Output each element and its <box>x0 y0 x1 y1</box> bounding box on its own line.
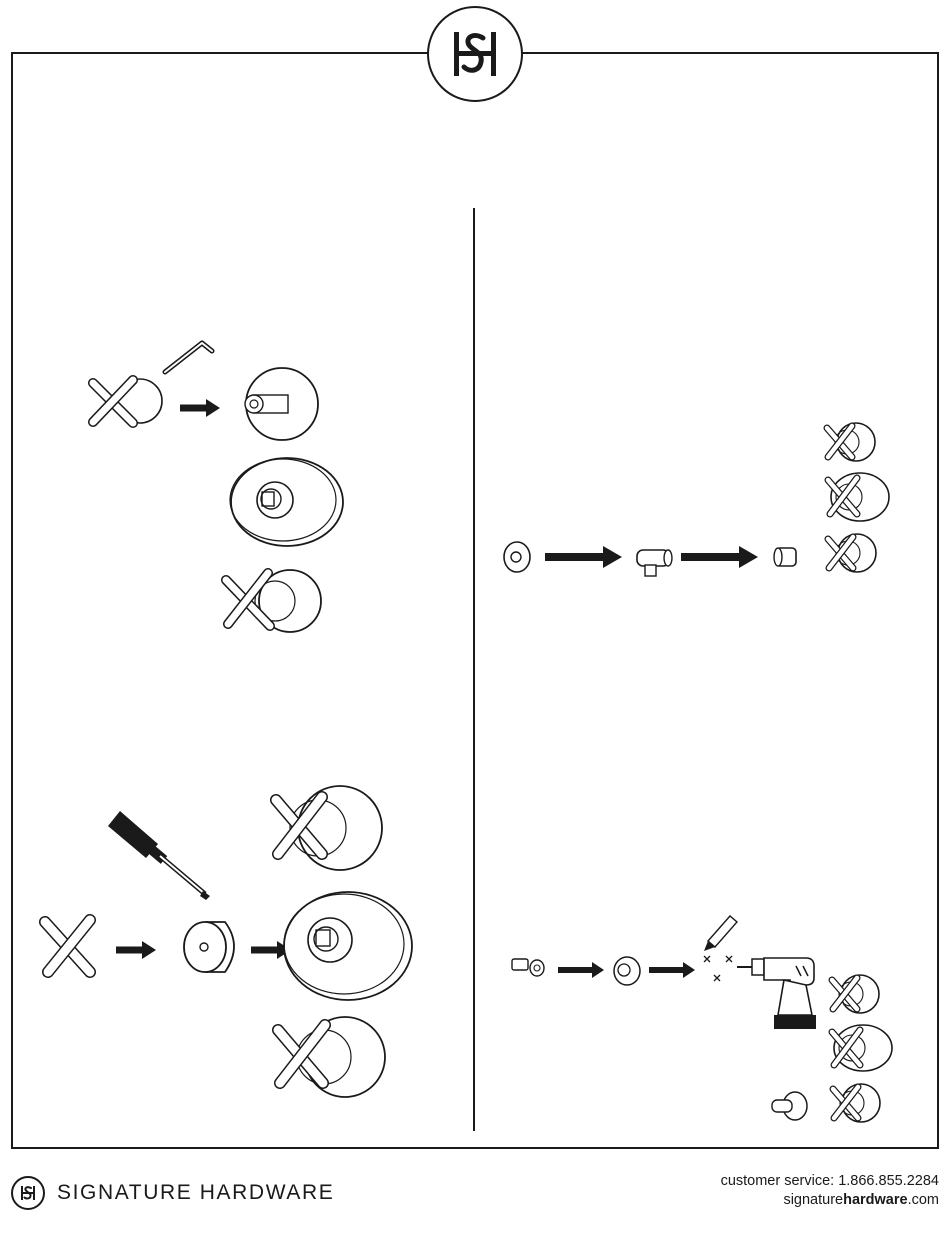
contact-block: customer service: 1.866.855.2284 signatu… <box>721 1172 939 1210</box>
website-suffix: .com <box>908 1192 939 1208</box>
website-bold: hardware <box>843 1192 907 1208</box>
cross-handle-icon <box>827 423 875 461</box>
cross-handle-icon <box>833 1084 880 1122</box>
valve-cartridge-icon <box>230 458 343 546</box>
website-link[interactable]: signaturehardware.com <box>721 1191 939 1210</box>
footer-logo-icon <box>11 1176 45 1210</box>
cross-handle-icon <box>226 570 321 632</box>
elbow-fitting-icon <box>512 959 544 976</box>
tee-fitting-icon <box>637 550 672 576</box>
cross-handle-icon <box>93 379 162 423</box>
arrow-right-icon <box>681 546 758 568</box>
drill-marks-icon <box>704 956 732 981</box>
cross-handle-icon <box>45 920 90 972</box>
cross-handle-icon <box>828 534 876 572</box>
cross-handle-icon <box>278 1017 385 1097</box>
cross-handle-icon <box>832 1025 892 1071</box>
valve-cartridge-icon <box>284 892 412 1000</box>
handle-adapter-icon <box>184 922 234 972</box>
arrow-right-icon <box>558 962 604 978</box>
cross-handle-icon <box>828 473 889 521</box>
cross-handle-icon <box>832 975 879 1013</box>
arrow-right-icon <box>180 399 220 417</box>
pencil-icon <box>704 916 737 951</box>
arrow-right-icon <box>649 962 695 978</box>
spout-icon <box>772 1092 807 1120</box>
customer-service-text: customer service: 1.866.855.2284 <box>721 1172 939 1191</box>
flange-icon <box>614 957 640 985</box>
hex-key-icon <box>165 343 212 372</box>
brand-name: SIGNATURE HARDWARE <box>57 1181 334 1205</box>
cross-handle-icon <box>276 786 382 870</box>
arrow-right-icon <box>116 941 156 959</box>
arrow-right-icon <box>545 546 622 568</box>
screwdriver-icon <box>108 811 210 900</box>
website-prefix: signature <box>783 1192 843 1208</box>
escutcheon-icon <box>245 368 318 440</box>
drill-icon <box>737 958 816 1029</box>
coupling-icon <box>774 548 796 566</box>
brand-monogram-small-icon <box>13 1178 43 1208</box>
washer-icon <box>504 542 530 572</box>
